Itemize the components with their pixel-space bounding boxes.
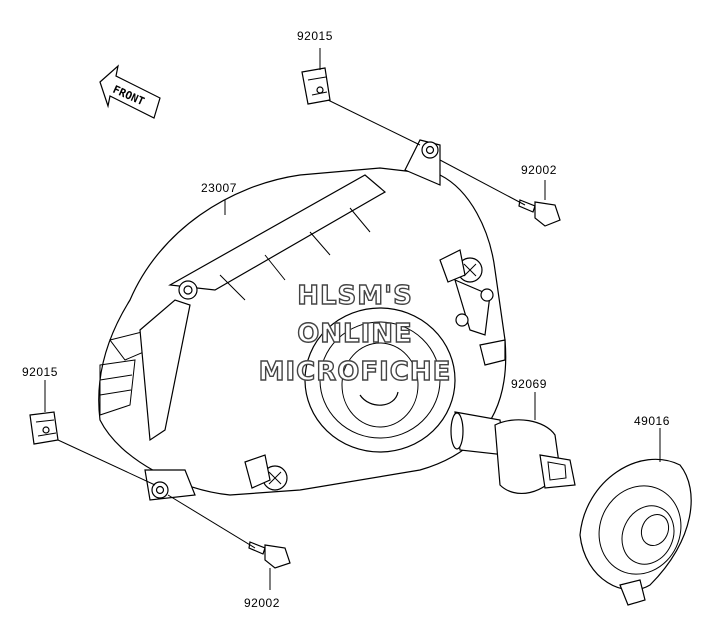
clip-nut-upper-icon bbox=[301, 67, 331, 105]
upper-adjuster-icon bbox=[439, 249, 506, 366]
clip-nut-lower-icon bbox=[29, 411, 59, 445]
part-number-label: 92069 bbox=[511, 377, 547, 391]
part-number-label: 92015 bbox=[22, 365, 58, 379]
watermark-line-2: ONLINE bbox=[297, 319, 413, 349]
part-number-label: 92002 bbox=[244, 596, 280, 610]
bolt-lower-icon bbox=[248, 541, 291, 569]
watermark: HLSM'S ONLINE MICROFICHE bbox=[258, 280, 452, 387]
headlight-housing bbox=[98, 139, 507, 501]
watermark-line-3: MICROFICHE bbox=[259, 357, 452, 387]
leader-lines bbox=[44, 48, 661, 590]
part-number-label: 92002 bbox=[521, 163, 557, 177]
front-arrow-icon: FRONT bbox=[99, 64, 161, 119]
part-number-label: 23007 bbox=[201, 181, 237, 195]
bolt-upper-icon bbox=[518, 199, 561, 227]
bulb-cover bbox=[579, 458, 692, 606]
lower-adjuster-icon bbox=[244, 454, 288, 491]
part-number-label: 49016 bbox=[634, 414, 670, 428]
watermark-line-1: HLSM'S bbox=[297, 281, 413, 311]
part-number-label: 92015 bbox=[297, 29, 333, 43]
bulb bbox=[450, 411, 576, 494]
